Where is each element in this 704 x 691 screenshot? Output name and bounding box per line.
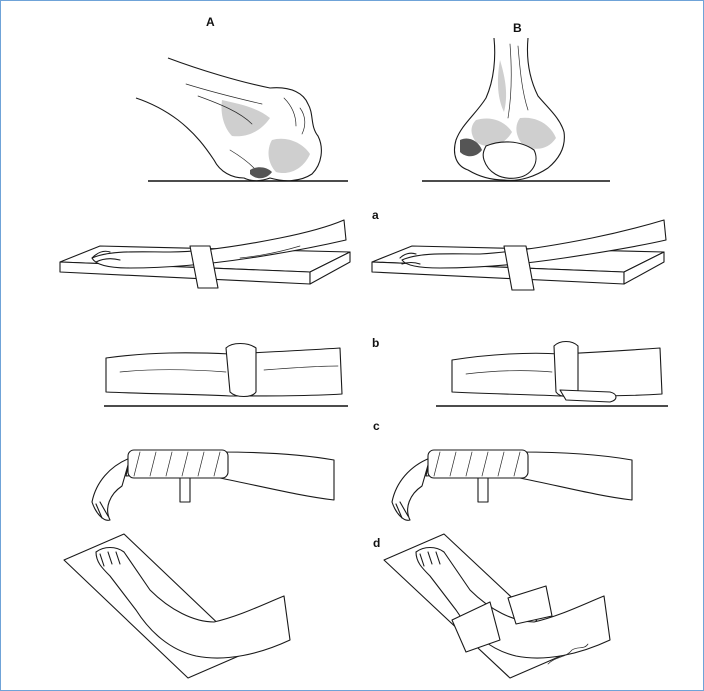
arm-on-board-left — [60, 220, 350, 288]
strap-pad — [554, 342, 578, 397]
arm-on-tilted-board-left — [64, 534, 290, 678]
cushion-upper — [508, 586, 552, 624]
bandage — [128, 450, 228, 478]
bandage — [428, 450, 528, 478]
elbow-bone-lateral-drawing — [136, 58, 348, 181]
elbow-bone-frontal-drawing — [422, 38, 610, 181]
arm-with-pad-left — [104, 344, 348, 407]
hand — [392, 458, 430, 520]
bandaged-forearm-left — [92, 450, 334, 520]
bandaged-forearm-right — [392, 450, 632, 520]
arm-on-board-right — [372, 220, 666, 290]
pad — [226, 344, 256, 397]
arm-on-tilted-board-right — [384, 534, 610, 678]
support-post — [478, 478, 488, 502]
arm-with-pad-right — [436, 342, 668, 407]
support-post — [180, 478, 190, 502]
hand — [92, 458, 130, 520]
